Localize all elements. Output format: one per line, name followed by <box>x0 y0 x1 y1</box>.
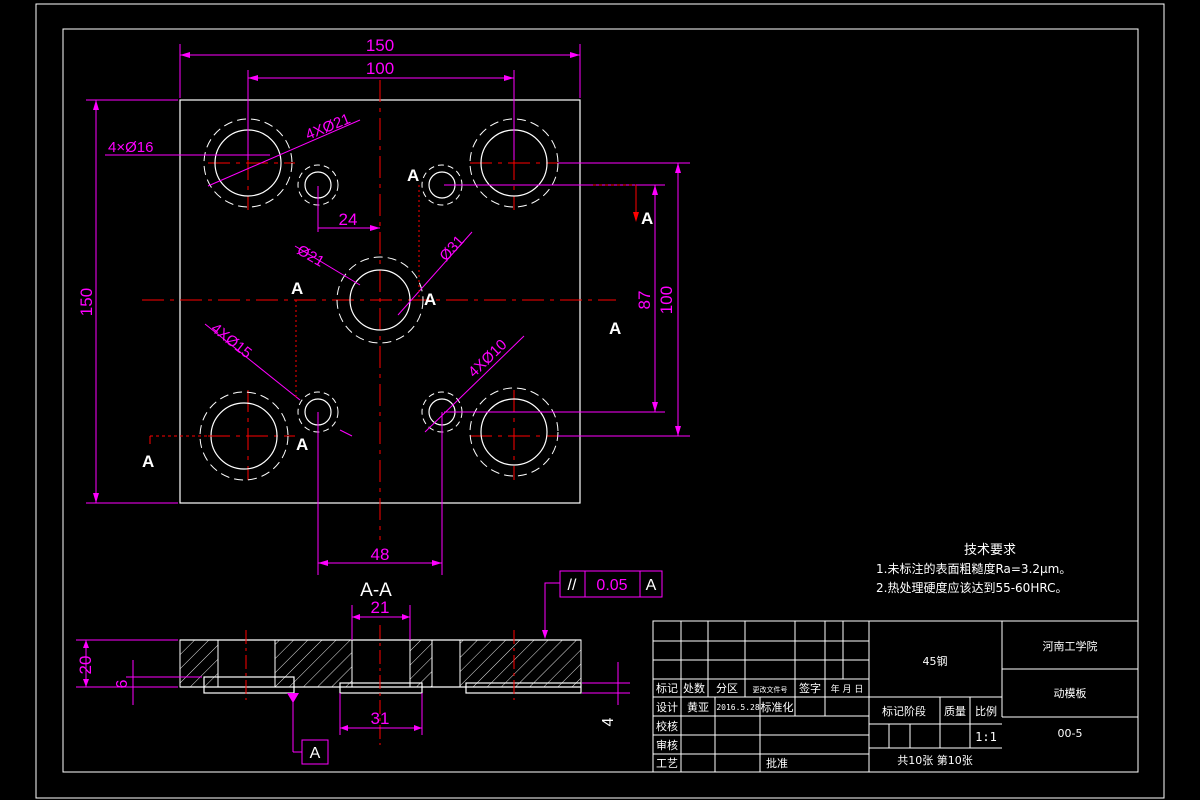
dim-section-6: 6 <box>114 679 131 688</box>
callout-4x16: 4×Ø16 <box>108 139 153 156</box>
tb-standard-label: 标准化 <box>761 700 794 714</box>
callout-4x21: 4XØ21 <box>303 110 353 143</box>
section-title: A-A <box>360 580 392 601</box>
tb-rev-header: 处数 <box>683 682 705 695</box>
tb-drawing-no: 00-5 <box>1058 727 1083 740</box>
tb-part-name: 动模板 <box>1054 686 1087 700</box>
section-view: A-A <box>76 570 663 765</box>
tb-rev-header: 更改文件号 <box>753 685 788 694</box>
dim-section-4: 4 <box>600 717 617 726</box>
tb-rev-header: 年 月 日 <box>831 683 864 695</box>
dim-hole-spacing-y: 100 <box>657 286 676 314</box>
tb-material: 45钢 <box>923 655 948 668</box>
title-block <box>652 620 1139 773</box>
tb-rev-header: 分区 <box>716 682 738 695</box>
tech-req-title: 技术要求 <box>964 543 1016 558</box>
tb-approve-label: 批准 <box>766 756 788 770</box>
dim-section-31: 31 <box>371 709 390 728</box>
inner-border <box>62 28 1139 773</box>
tb-date: 2016.5.28 <box>716 703 760 712</box>
callout-d21: Ø21 <box>294 242 327 271</box>
outer-border <box>35 3 1165 799</box>
dim-bottom-spacing: 48 <box>371 545 390 564</box>
tb-weight-label: 质量 <box>944 705 966 718</box>
section-marker: A <box>609 319 621 338</box>
section-marker: A <box>296 435 308 454</box>
section-marker: A <box>407 166 419 185</box>
hole-bottom-right <box>469 387 559 477</box>
tech-req-item: 2.热处理硬度应该达到55-60HRC。 <box>876 580 1067 595</box>
tb-scale-label: 比例 <box>975 704 997 718</box>
dim-section-21: 21 <box>371 598 390 617</box>
center-hole <box>336 256 424 344</box>
section-marker: A <box>142 452 154 471</box>
datum-label: A <box>310 745 321 762</box>
tb-rev-header: 标记 <box>656 681 678 695</box>
technical-requirements: 技术要求 1.未标注的表面粗糙度Ra=3.2μm。 2.热处理硬度应该达到55-… <box>876 543 1071 595</box>
tb-designer: 黄亚 <box>687 700 709 714</box>
callout-4x15: 4XØ15 <box>208 320 255 362</box>
tb-stage-label: 标记阶段 <box>882 704 926 718</box>
section-marker: A <box>291 279 303 298</box>
tb-review-label: 审核 <box>656 738 678 752</box>
dim-top-offset: 24 <box>339 210 358 229</box>
tech-req-item: 1.未标注的表面粗糙度Ra=3.2μm。 <box>876 561 1071 576</box>
plan-view: 150 100 150 100 87 24 48 4×Ø16 4XØ21 Ø21… <box>77 36 690 575</box>
tolerance-value: 0.05 <box>596 577 627 594</box>
tolerance-symbol: // <box>568 577 577 594</box>
tb-school: 河南工学院 <box>1043 639 1098 653</box>
tb-scale: 1:1 <box>975 730 997 744</box>
tb-rev-header: 签字 <box>799 681 821 695</box>
dim-hole-spacing-x: 100 <box>366 59 394 78</box>
tb-process-label: 工艺 <box>656 757 678 770</box>
dim-inner-spacing-y: 87 <box>635 291 654 310</box>
dim-section-20: 20 <box>76 656 95 675</box>
section-marker: A <box>641 209 653 228</box>
dim-overall-width: 150 <box>366 36 394 55</box>
tb-sheets: 共10张 第10张 <box>897 753 973 767</box>
title-block-text: 45钢 河南工学院 动模板 00-5 标记阶段 质量 比例 1:1 共10张 第… <box>656 639 1098 770</box>
callout-d31: Ø31 <box>436 232 468 264</box>
callout-4x10: 4XØ10 <box>465 336 510 381</box>
tolerance-datum: A <box>646 577 657 594</box>
tb-design-label: 设计 <box>656 701 678 714</box>
tolerance-frame: // 0.05 A <box>559 570 663 598</box>
datum-box: A <box>301 739 329 765</box>
dim-overall-height: 150 <box>77 288 96 316</box>
tb-check-label: 校核 <box>656 719 678 733</box>
section-marker: A <box>424 290 436 309</box>
